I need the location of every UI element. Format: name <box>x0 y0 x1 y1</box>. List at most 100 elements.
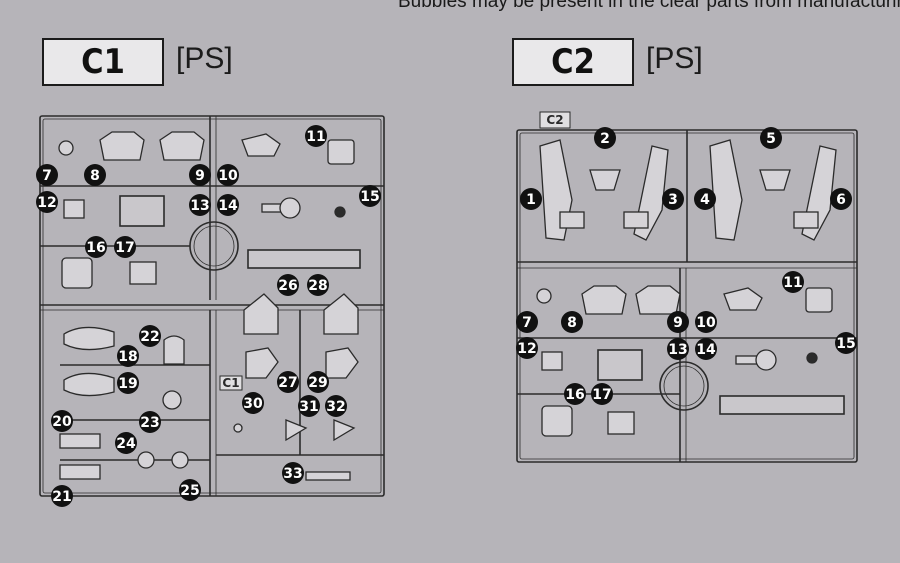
part-callout-c2-4: 4 <box>694 188 716 210</box>
part-callout-c1-32: 32 <box>325 395 347 417</box>
part-callout-marker <box>305 125 327 147</box>
part-callout-c2-12: 12 <box>516 337 538 359</box>
part-callout-marker <box>298 395 320 417</box>
part-number: 6 <box>836 192 846 208</box>
part-callout-marker <box>359 185 381 207</box>
part-number: 24 <box>116 436 136 452</box>
part-number: 14 <box>696 342 716 358</box>
part-callout-c1-11: 11 <box>305 125 327 147</box>
part-callout-c2-11: 11 <box>782 271 804 293</box>
part-callout-marker <box>835 332 857 354</box>
part-callout-c1-17: 17 <box>114 236 136 258</box>
part-number: 13 <box>190 198 209 214</box>
part-callout-c1-13: 13 <box>189 194 211 216</box>
part-number: 7 <box>522 315 532 331</box>
part-callout-c1-20: 20 <box>51 410 73 432</box>
part-number: 9 <box>673 315 683 331</box>
part-callout-c2-2: 2 <box>594 127 616 149</box>
part-callout-c2-5: 5 <box>760 127 782 149</box>
part-number: 15 <box>836 336 855 352</box>
part-callout-marker <box>115 432 137 454</box>
part-number: 18 <box>118 349 137 365</box>
part-callout-marker <box>695 338 717 360</box>
part-callout-c1-25: 25 <box>179 479 201 501</box>
part-number: 4 <box>700 192 710 208</box>
part-number: 31 <box>299 399 318 415</box>
part-callout-marker <box>564 383 586 405</box>
part-callout-marker <box>139 325 161 347</box>
part-number: 3 <box>668 192 678 208</box>
part-callout-c1-22: 22 <box>139 325 161 347</box>
part-callout-marker <box>561 311 583 333</box>
sheet-badge-c1: C1 <box>42 38 164 86</box>
part-callout-marker <box>85 236 107 258</box>
part-callout-marker <box>325 395 347 417</box>
part-number: 12 <box>37 195 56 211</box>
sheet-badge-c2: C2 <box>512 38 634 86</box>
part-callout-c1-12: 12 <box>36 191 58 213</box>
part-callout-marker <box>667 311 689 333</box>
manufacturing-note: Bubbles may be present in the clear part… <box>398 0 900 12</box>
part-number: 32 <box>326 399 345 415</box>
part-callout-marker <box>307 371 329 393</box>
part-callout-marker <box>277 371 299 393</box>
part-callout-marker <box>760 127 782 149</box>
part-number: 19 <box>118 376 137 392</box>
part-number: 21 <box>52 489 71 505</box>
material-label-c1: [PS] <box>176 42 233 75</box>
part-callout-marker <box>189 164 211 186</box>
part-callout-c1-29: 29 <box>307 371 329 393</box>
part-callout-marker <box>830 188 852 210</box>
part-sketches-c2 <box>536 139 837 437</box>
part-callout-c1-28: 28 <box>307 274 329 296</box>
part-callout-c1-21: 21 <box>51 485 73 507</box>
part-callout-c2-17: 17 <box>591 383 613 405</box>
part-number: 25 <box>180 483 199 499</box>
part-number: 23 <box>140 415 159 431</box>
part-callout-c1-24: 24 <box>115 432 137 454</box>
part-callout-marker <box>189 194 211 216</box>
part-callout-c2-16: 16 <box>564 383 586 405</box>
frame-tag-c2: C2 <box>546 113 563 127</box>
part-callout-marker <box>307 274 329 296</box>
part-callout-c2-10: 10 <box>695 311 717 333</box>
part-callout-c1-26: 26 <box>277 274 299 296</box>
part-callout-c2-3: 3 <box>662 188 684 210</box>
part-callout-marker <box>694 188 716 210</box>
part-number: 8 <box>90 168 100 184</box>
frame-tag-c1: C1 <box>222 376 239 390</box>
part-callout-c2-14: 14 <box>695 338 717 360</box>
part-number: 16 <box>565 387 584 403</box>
part-number: 10 <box>696 315 716 331</box>
part-number: 16 <box>86 240 105 256</box>
part-number: 20 <box>52 414 72 430</box>
part-callout-c1-33: 33 <box>282 462 304 484</box>
part-callout-marker <box>594 127 616 149</box>
part-callout-marker <box>114 236 136 258</box>
part-callout-c2-15: 15 <box>835 332 857 354</box>
part-callout-marker <box>217 164 239 186</box>
part-number: 13 <box>668 342 687 358</box>
part-callout-marker <box>695 311 717 333</box>
part-callout-marker <box>282 462 304 484</box>
part-callout-c2-13: 13 <box>667 338 689 360</box>
part-callout-marker <box>36 164 58 186</box>
part-number: 10 <box>218 168 238 184</box>
part-callout-marker <box>782 271 804 293</box>
part-callout-marker <box>516 337 538 359</box>
part-number: 27 <box>278 375 297 391</box>
part-number: 2 <box>600 131 610 147</box>
part-number: 1 <box>526 192 536 208</box>
part-callout-marker <box>591 383 613 405</box>
part-number: 22 <box>140 329 159 345</box>
part-callout-c1-16: 16 <box>85 236 107 258</box>
part-number: 9 <box>195 168 205 184</box>
part-number: 17 <box>592 387 611 403</box>
part-callout-marker <box>242 392 264 414</box>
part-callout-c1-15: 15 <box>359 185 381 207</box>
part-callout-c1-27: 27 <box>277 371 299 393</box>
part-number: 15 <box>360 189 379 205</box>
part-callout-c1-14: 14 <box>217 194 239 216</box>
